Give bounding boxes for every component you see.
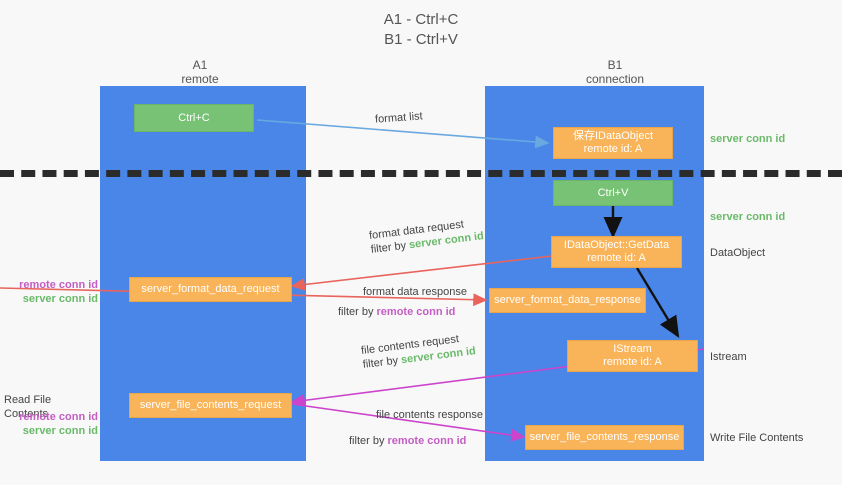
phase-divider — [0, 170, 842, 177]
box-idataobject-getdata-line1: IDataObject::GetData — [563, 239, 670, 251]
column-a1-role: remote — [181, 72, 219, 86]
box-idataobject-getdata-line2: remote id: A — [587, 252, 646, 264]
box-ctrl-v[interactable]: Ctrl+V — [553, 180, 673, 206]
column-a1-name: A1 — [192, 58, 208, 72]
annotation-file-contents-request: file contents request filter by server c… — [360, 330, 476, 372]
right-label-server-conn-id-mid: server conn id — [710, 211, 786, 223]
right-label-server-conn-id-top: server conn id — [710, 133, 786, 145]
filter-by-text-1: filter by — [370, 239, 407, 256]
annotation-file-contents-response-filter: filter by remote conn id — [349, 434, 466, 448]
column-header-a1: A1 remote — [100, 58, 300, 86]
box-ctrl-v-label: Ctrl+V — [597, 186, 629, 199]
box-server-format-data-response-label: server_format_data_response — [494, 294, 641, 306]
box-istream[interactable]: IStream remote id: A — [567, 340, 698, 372]
filter-remote-conn-id-2: remote conn id — [387, 435, 467, 447]
box-ctrl-c[interactable]: Ctrl+C — [134, 104, 254, 132]
left-label-conn-ids-upper: remote conn id server conn id — [8, 278, 98, 306]
box-server-file-contents-response-label: server_file_contents_response — [529, 431, 680, 443]
annotation-format-data-response: format data response — [363, 285, 467, 299]
box-server-file-contents-response[interactable]: server_file_contents_response — [525, 425, 684, 450]
left-read-file-contents-label: Read File Contents — [4, 394, 52, 420]
annotation-format-data-response-label: format data response — [363, 286, 467, 298]
left-label-read-file-contents: Read File Contents — [4, 393, 98, 421]
box-server-file-contents-request-label: server_file_contents_request — [139, 399, 282, 411]
filter-by-text-4: filter by — [349, 435, 385, 447]
right-label-write-file-contents: Write File Contents — [710, 432, 804, 444]
box-istream-line1: IStream — [613, 343, 652, 355]
box-istream-line2: remote id: A — [603, 356, 662, 368]
left-remote-conn-id-2: remote conn id — [19, 411, 98, 423]
filter-by-text-3: filter by — [362, 354, 399, 371]
box-server-format-data-response[interactable]: server_format_data_response — [489, 288, 646, 313]
page-title: A1 - Ctrl+C B1 - Ctrl+V — [0, 10, 842, 50]
box-server-format-data-request[interactable]: server_format_data_request — [129, 277, 292, 302]
left-server-conn-id-2: server conn id — [22, 425, 98, 437]
column-header-b1: B1 connection — [520, 58, 710, 86]
annotation-format-list-label: format list — [374, 110, 424, 126]
annotation-file-contents-response: file contents response — [376, 408, 483, 422]
box-save-idataobject-line2: remote id: A — [583, 143, 643, 155]
title-line-2: B1 - Ctrl+V — [384, 31, 458, 48]
filter-remote-conn-id-1: remote conn id — [376, 306, 456, 318]
annotation-file-contents-response-label: file contents response — [376, 409, 484, 421]
annotation-format-list: format list — [375, 109, 424, 126]
left-remote-conn-id-1: remote conn id — [19, 279, 98, 291]
filter-by-text-2: filter by — [338, 306, 374, 318]
column-b1-role: connection — [585, 72, 645, 86]
column-b1-name: B1 — [607, 58, 623, 72]
box-idataobject-getdata[interactable]: IDataObject::GetData remote id: A — [551, 236, 682, 268]
right-label-dataobject: DataObject — [710, 247, 766, 259]
box-save-idataobject[interactable]: 保存IDataObject remote id: A — [553, 127, 673, 159]
title-line-1: A1 - Ctrl+C — [383, 11, 459, 28]
left-server-conn-id-1: server conn id — [22, 293, 98, 305]
box-ctrl-c-label: Ctrl+C — [178, 111, 210, 124]
left-label-conn-ids-lower: remote conn id server conn id — [8, 410, 98, 438]
box-server-format-data-request-label: server_format_data_request — [141, 283, 280, 295]
box-save-idataobject-line1: 保存IDataObject — [572, 130, 654, 142]
right-label-istream: Istream — [710, 351, 747, 363]
annotation-format-data-response-filter: filter by remote conn id — [338, 305, 455, 319]
annotation-format-data-request: format data request filter by server con… — [368, 215, 484, 257]
box-server-file-contents-request[interactable]: server_file_contents_request — [129, 393, 292, 418]
